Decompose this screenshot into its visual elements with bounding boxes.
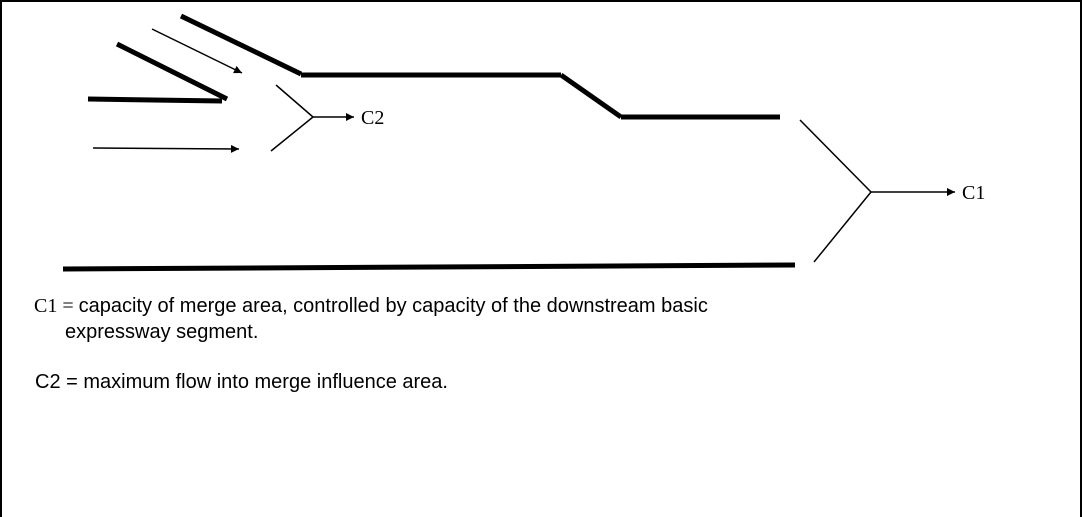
mainline-flow-arrow [92, 144, 240, 153]
c1-label: C1 [962, 182, 985, 204]
c1-fork-lower [813, 191, 872, 263]
ramp-edge-upper [179, 13, 303, 77]
legend-c1-description: capacity of merge area, controlled by ca… [79, 295, 708, 317]
mainline-bottom-edge [62, 262, 796, 272]
c2-fork-lower [270, 116, 314, 152]
ramp-flow-arrow [151, 28, 243, 74]
legend-c1-equals: = [57, 295, 78, 317]
c1-fork-upper [799, 119, 872, 193]
ramp-edge-middle [115, 41, 229, 102]
ramp-edge-lower [87, 96, 223, 104]
c2-fork-upper [275, 84, 314, 118]
taper-edge [559, 72, 623, 120]
legend-c1-symbol: C1 [34, 295, 57, 317]
legend-c1-line2: expressway segment. [65, 321, 258, 343]
c2-label: C2 [361, 107, 384, 129]
legend-c1-line1: C1 = capacity of merge area, controlled … [34, 295, 708, 317]
legend-c2-line: C2 = maximum flow into merge influence a… [35, 371, 448, 393]
